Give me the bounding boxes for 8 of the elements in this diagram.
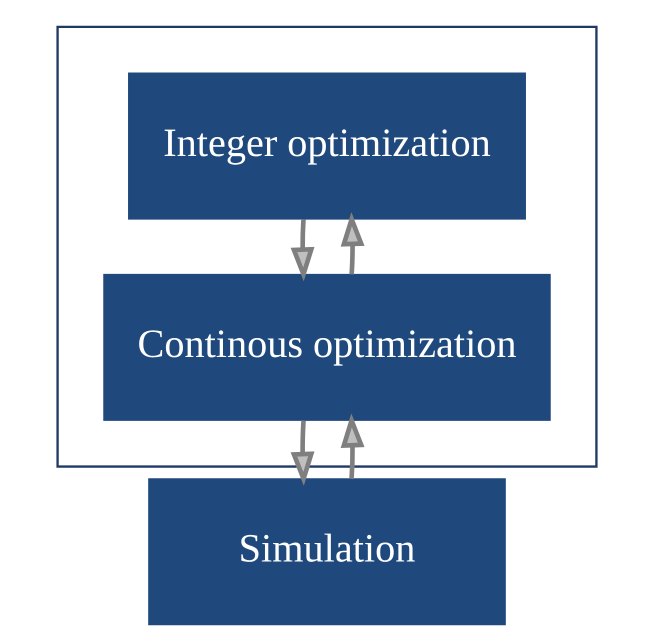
arrow: [290, 420, 314, 486]
arrow: [340, 212, 365, 275]
node-box: Continous optimization: [103, 274, 551, 421]
node-box: Simulation: [148, 478, 506, 626]
arrow: [340, 413, 365, 480]
node-box: Integer optimization: [128, 72, 526, 220]
arrow: [290, 219, 314, 282]
cluster: [56, 26, 598, 468]
